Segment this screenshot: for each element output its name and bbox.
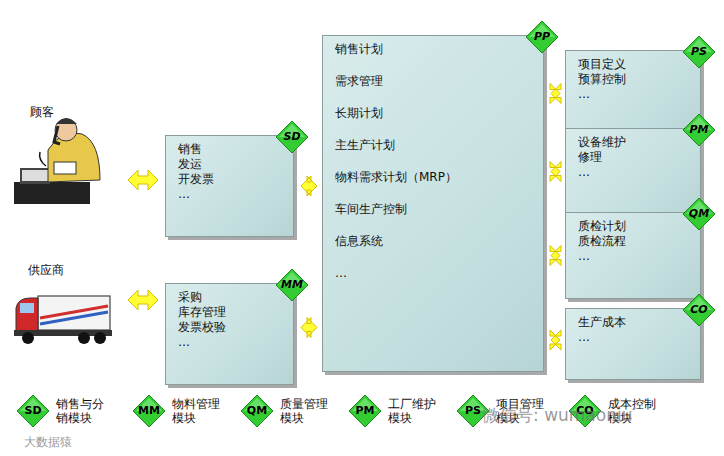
box-item: 项目定义 bbox=[578, 57, 692, 72]
module-name: 物料管理模块 bbox=[172, 397, 226, 425]
watermark: 大数据猿 bbox=[24, 434, 72, 451]
module-code: SD bbox=[275, 120, 309, 154]
module-box: 销售发运开发票…SD bbox=[165, 135, 294, 237]
box-item: 发运 bbox=[178, 157, 285, 172]
legend-item: PM工厂维护模块 bbox=[348, 394, 444, 428]
module-badge: QM bbox=[682, 197, 716, 231]
module-code: PM bbox=[682, 113, 716, 147]
module-code: MM bbox=[275, 268, 309, 302]
module-code: MM bbox=[132, 394, 166, 428]
actor-label: 顾客 bbox=[30, 104, 54, 121]
actor-label: 供应商 bbox=[28, 262, 64, 279]
box-item: 采购 bbox=[178, 290, 285, 305]
module-box: 设备维护修理…PM bbox=[565, 128, 701, 215]
legend-item: QM质量管理模块 bbox=[240, 394, 336, 428]
module-code: PP bbox=[525, 20, 559, 54]
box-item: … bbox=[178, 187, 285, 202]
double-arrow bbox=[550, 84, 561, 104]
module-name: 工厂维护模块 bbox=[388, 397, 442, 425]
double-arrow bbox=[550, 162, 561, 182]
module-code: CO bbox=[682, 293, 716, 327]
module-name: 销售与分销模块 bbox=[56, 397, 110, 425]
box-item: 库存管理 bbox=[178, 305, 285, 320]
module-badge: PM bbox=[682, 113, 716, 147]
box-item: 销售计划 bbox=[335, 42, 535, 57]
watermark: 微信号: wumaoniu bbox=[482, 404, 632, 427]
module-badge: MM bbox=[275, 268, 309, 302]
box-item: 车间生产控制 bbox=[335, 202, 535, 217]
box-item: 需求管理 bbox=[335, 74, 535, 89]
box-item: … bbox=[578, 249, 692, 264]
box-item: 发票校验 bbox=[178, 320, 285, 335]
box-item: 质检流程 bbox=[578, 234, 692, 249]
module-code: PS bbox=[682, 35, 716, 69]
module-box: 项目定义预算控制…PS bbox=[565, 50, 701, 137]
box-item: 生产成本 bbox=[578, 315, 692, 330]
module-code: QM bbox=[240, 394, 274, 428]
box-item: 预算控制 bbox=[578, 72, 692, 87]
box-item: 开发票 bbox=[178, 172, 285, 187]
module-badge: PS bbox=[682, 35, 716, 69]
module-box: 销售计划需求管理长期计划主生产计划物料需求计划（MRP）车间生产控制信息系统…P… bbox=[322, 35, 544, 372]
box-item: 销售 bbox=[178, 142, 285, 157]
box-item: … bbox=[578, 165, 692, 180]
box-item: … bbox=[578, 87, 692, 102]
module-badge: CO bbox=[682, 293, 716, 327]
box-item: … bbox=[178, 335, 285, 350]
module-box: 生产成本…CO bbox=[565, 308, 701, 380]
box-item: 长期计划 bbox=[335, 106, 535, 121]
module-code: SD bbox=[16, 394, 50, 428]
box-item: 修理 bbox=[578, 150, 692, 165]
supplier-arrow bbox=[128, 290, 158, 310]
legend-item: MM物料管理模块 bbox=[132, 394, 228, 428]
box-item: 质检计划 bbox=[578, 219, 692, 234]
double-arrow bbox=[301, 318, 317, 338]
module-name: 质量管理模块 bbox=[280, 397, 334, 425]
box-item: … bbox=[335, 266, 535, 281]
box-item: 物料需求计划（MRP） bbox=[335, 170, 535, 185]
box-item: 设备维护 bbox=[578, 135, 692, 150]
box-item: … bbox=[578, 330, 692, 345]
double-arrow bbox=[550, 246, 561, 266]
double-arrow bbox=[301, 176, 317, 196]
module-badge: SD bbox=[275, 120, 309, 154]
double-arrow bbox=[550, 330, 561, 350]
module-badge: PP bbox=[525, 20, 559, 54]
box-item: 信息系统 bbox=[335, 234, 535, 249]
module-code: PM bbox=[348, 394, 382, 428]
module-box: 质检计划质检流程…QM bbox=[565, 212, 701, 299]
supplier-truck bbox=[14, 296, 112, 344]
customer-arrow bbox=[128, 170, 158, 190]
module-code: QM bbox=[682, 197, 716, 231]
customer-figure bbox=[14, 118, 100, 204]
module-box: 采购库存管理发票校验…MM bbox=[165, 283, 294, 385]
legend-item: SD销售与分销模块 bbox=[16, 394, 112, 428]
box-item: 主生产计划 bbox=[335, 138, 535, 153]
